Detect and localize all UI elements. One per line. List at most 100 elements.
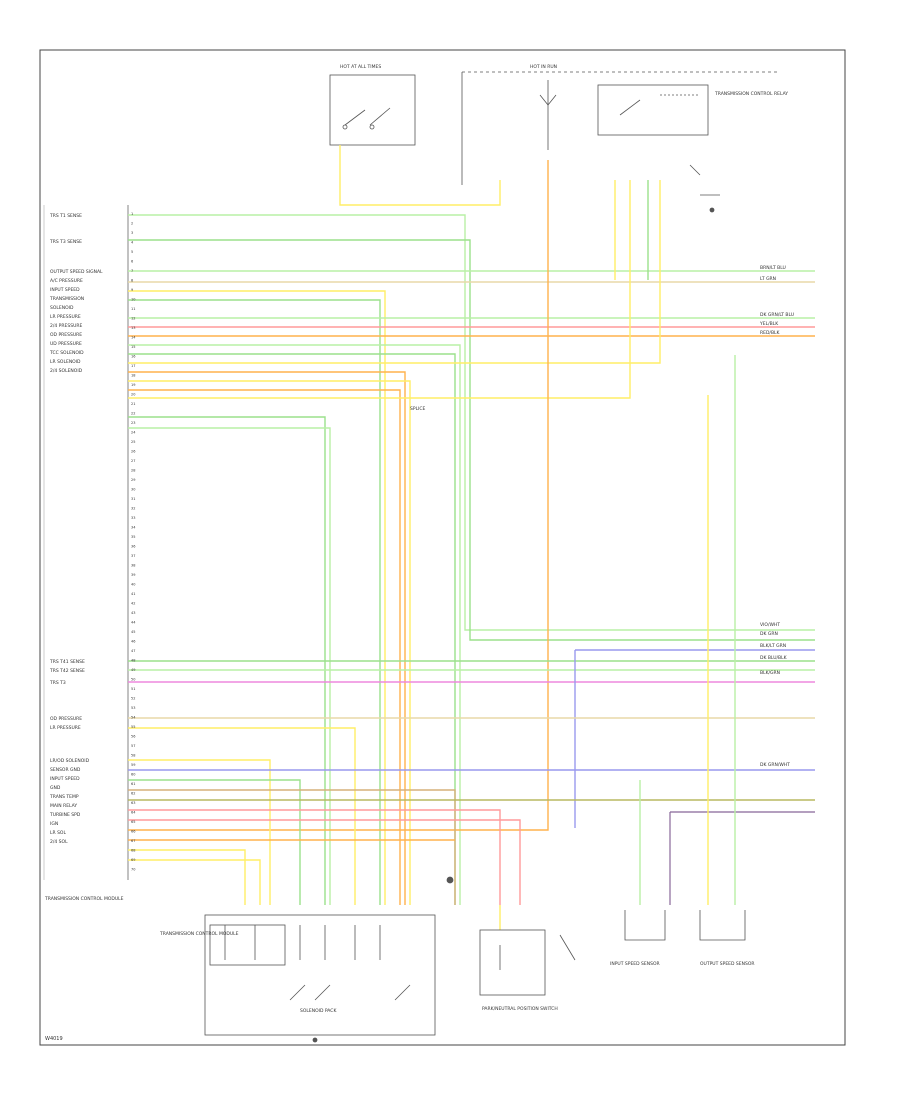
wires-layer [128, 145, 815, 930]
pin-number: 12 [131, 317, 135, 321]
wire-lr-press-b [128, 727, 356, 905]
label-solenoid-pack: SOLENOID PACK [300, 1008, 337, 1014]
wire-top-org [128, 160, 549, 831]
pin-number: 39 [131, 573, 135, 577]
park-neutral-switch [446, 876, 576, 996]
pin-number: 26 [131, 450, 135, 454]
top-mid-fuse [461, 71, 780, 185]
pin-label-upper: TRS T1 SENSE [49, 213, 82, 219]
pin-label-lower: SENSOR GND [50, 767, 81, 773]
pin-number: 15 [131, 345, 135, 349]
pin-label-lower: GND [50, 785, 61, 791]
wire-label-right: BLK/LT GRN [760, 643, 786, 649]
pin-number: 55 [131, 725, 135, 729]
pin-number: 35 [131, 535, 135, 539]
pin-number: 45 [131, 630, 135, 634]
pin-number: 36 [131, 545, 135, 549]
pin-number: 4 [131, 241, 134, 245]
pin-number: 9 [131, 288, 133, 292]
pin-number: 16 [131, 355, 135, 359]
pin-number: 30 [131, 488, 135, 492]
ground-symbol-right [689, 164, 720, 213]
wire-lr-sol [128, 371, 406, 905]
pin-number: 20 [131, 393, 135, 397]
pin-label-upper: LR SOLENOID [50, 359, 81, 365]
pin-label-upper: SOLENOID [50, 305, 74, 311]
speed-sensors [624, 910, 746, 941]
pin-label-lower: MAIN RELAY [50, 803, 77, 809]
label-bottom-left-note: TRANSMISSION CONTROL MODULE [44, 896, 124, 902]
pin-number: 8 [131, 279, 133, 283]
wire-label-right: BRN/LT BLU [760, 265, 786, 271]
pin-label-upper: 2/4 PRESSURE [50, 323, 82, 329]
wire-24-sol [128, 380, 411, 905]
pin-number: 22 [131, 412, 135, 416]
pin-number: 50 [131, 678, 135, 682]
pin-label-lower: TRS T42 SENSE [49, 668, 85, 674]
pin-number: 1 [131, 212, 133, 216]
pin-number: 34 [131, 526, 136, 530]
pin-number: 43 [131, 611, 135, 615]
pin-number: 62 [131, 792, 135, 796]
pin-number: 2 [131, 222, 133, 226]
pin-label-lower: LR PRESSURE [50, 725, 81, 731]
pin-number: 37 [131, 554, 135, 558]
pin-number: 66 [131, 830, 135, 834]
pin-number: 25 [131, 440, 135, 444]
pin-number: 54 [131, 716, 136, 720]
pin-number: 28 [131, 469, 135, 473]
pin-number: 41 [131, 592, 135, 596]
pcm-module-block [204, 914, 436, 1043]
pin-label-lower: TURBINE SPD [49, 812, 81, 818]
label-park-neutral-switch: PARK/NEUTRAL POSITION SWITCH [482, 1006, 558, 1012]
pin-number: 6 [131, 260, 133, 264]
label-input-speed-sensor: INPUT SPEED SENSOR [610, 961, 660, 967]
label-splice: SPLICE [410, 406, 426, 412]
pin-number: 58 [131, 754, 135, 758]
pin-number: 61 [131, 782, 135, 786]
pin-number: 31 [131, 497, 135, 501]
pin-number: 13 [131, 326, 135, 330]
pin-number: 65 [131, 820, 135, 824]
wire-trans [128, 299, 381, 905]
pin-number: 5 [131, 250, 133, 254]
pin-number: 52 [131, 697, 135, 701]
pin-number: 60 [131, 773, 135, 777]
pin-number: 59 [131, 763, 135, 767]
label-output-speed-sensor: OUTPUT SPEED SENSOR [700, 961, 755, 967]
wire-ud-sol [128, 427, 331, 905]
pin-number: 64 [131, 811, 136, 815]
wire-input-b [128, 779, 301, 905]
pin-label-upper: TRS T3 SENSE [49, 239, 82, 245]
pin-number: 17 [131, 364, 135, 368]
label-hot-in-run: HOT IN RUN [530, 64, 557, 70]
wire-label-right: VIO/WHT [760, 622, 780, 628]
wire-od-sol [128, 416, 326, 905]
pin-number: 48 [131, 659, 135, 663]
wire-label-right: DK GRN/WHT [760, 762, 790, 768]
pin-number: 33 [131, 516, 135, 520]
pin-label-lower: OD PRESSURE [50, 716, 82, 722]
pin-label-upper: TCC SOLENOID [49, 350, 84, 356]
label-hot-at-all-times: HOT AT ALL TIMES [340, 64, 381, 70]
pin-number: 47 [131, 649, 135, 653]
pin-number: 42 [131, 602, 135, 606]
pin-labels-layer: 1234567891011121314151617181920212223242… [49, 212, 794, 872]
diagram-frame [39, 49, 846, 1046]
footer-code: W4019 [45, 1036, 63, 1042]
wire-tcc-sol [128, 180, 661, 364]
pin-number: 51 [131, 687, 135, 691]
pin-label-lower: LR SOL [50, 830, 66, 836]
pin-label-upper: LR PRESSURE [50, 314, 81, 320]
pin-label-lower: IGN [50, 821, 58, 827]
wire-lrod-sol [128, 759, 271, 905]
pin-number: 7 [131, 269, 133, 273]
pin-number: 40 [131, 583, 135, 587]
wire-trs-t1 [128, 214, 815, 631]
pin-label-upper: UD PRESSURE [50, 341, 82, 347]
pin-number: 18 [131, 374, 135, 378]
pin-number: 70 [131, 868, 135, 872]
pin-label-lower: INPUT SPEED [50, 776, 80, 782]
